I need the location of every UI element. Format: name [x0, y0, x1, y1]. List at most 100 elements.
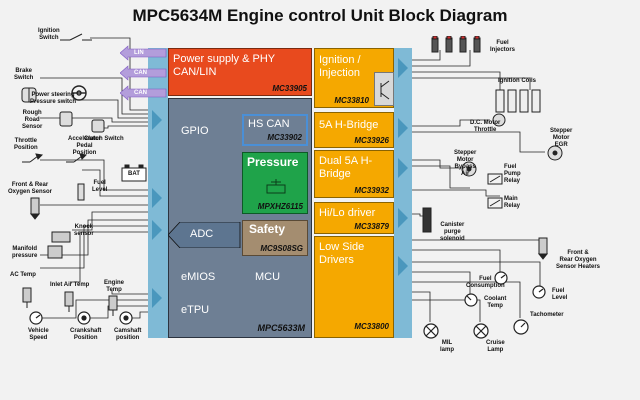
label-cruise-lamp: Cruise Lamp — [486, 340, 505, 353]
power-supply-label: Power supply & PHY CAN/LIN — [173, 53, 275, 78]
vehicle-speed-icon — [29, 311, 43, 325]
label-manifold-pressure: Manifold pressure — [12, 246, 38, 259]
right-connector-arrows — [398, 58, 408, 276]
oxygen-sensor-heaters-icon — [537, 237, 549, 260]
label-brake-switch: Brake Switch — [14, 68, 34, 81]
label-clutch-switch: Clutch Switch — [84, 136, 124, 142]
label-ac-temp: AC Temp — [10, 272, 36, 278]
fuel-level-right-icon — [532, 285, 546, 299]
label-rough-road: Rough Road Sensor — [22, 110, 43, 130]
label-main-relay: Main Relay — [504, 196, 521, 209]
label-fuel-injectors: Fuel Injectors — [490, 40, 516, 53]
bus-arrow-lin: LIN — [134, 50, 144, 56]
stepper-egr-icon — [547, 145, 563, 161]
label-fuel-level-left: Fuel Level — [92, 180, 108, 193]
label-coolant-temp: Coolant Temp — [484, 296, 507, 309]
label-crankshaft-position: Crankshaft Position — [70, 328, 102, 341]
adc-label: ADC — [190, 228, 214, 240]
bus-arrow-can-1: CAN — [134, 70, 147, 76]
pressure-sensor-icon — [266, 179, 286, 194]
lowside-drivers-block: Low Side Drivers MC33800 — [314, 236, 394, 338]
adc-arrow — [168, 222, 241, 248]
camshaft-position-icon — [119, 311, 133, 325]
bus-arrow-can-2: CAN — [134, 90, 147, 96]
ac-temp-sensor-icon — [22, 287, 32, 308]
label-power-steering: Power steering Pressure switch — [30, 92, 77, 105]
battery-label: BAT — [128, 171, 140, 177]
pressure-label: Pressure — [247, 155, 299, 169]
mcu-etpu-label: eTPU — [181, 304, 210, 316]
lowside-drivers-label: Low Side Drivers — [319, 241, 365, 266]
ignition-injection-label: Ignition / Injection — [319, 54, 361, 79]
label-ignition-switch: Ignition Switch — [38, 28, 60, 41]
coolant-temp-icon — [464, 293, 478, 307]
dc-motor-throttle-icon — [492, 113, 506, 127]
label-stepper-egr: Stepper Motor EGR — [550, 128, 573, 148]
power-supply-part: MC33905 — [272, 84, 307, 93]
label-engine-temp: Engine Temp — [104, 280, 125, 293]
throttle-position-icon — [22, 153, 44, 163]
mcu-emios-label: eMIOS — [181, 271, 216, 283]
dual-hbridge-block: Dual 5A H-Bridge MC33932 — [314, 150, 394, 198]
label-stepper-bypass-air: Stepper Motor Bypass Air — [454, 150, 477, 177]
battery-icon — [121, 164, 147, 182]
label-accelerator-pedal: Accelerator Pedal Position — [68, 136, 102, 156]
pressure-part: MPXHZ6115 — [257, 202, 303, 211]
fuel-level-left-icon — [77, 183, 85, 201]
igbt-icon — [374, 72, 394, 106]
fuel-pump-relay-icon — [487, 173, 503, 185]
rough-road-sensor-icon — [59, 111, 73, 127]
tachometer-icon — [513, 319, 529, 335]
canister-purge-solenoid-icon — [422, 207, 432, 233]
label-ignition-coils: Ignition Coils — [498, 78, 536, 84]
label-vehicle-speed: Vehicle Speed — [28, 328, 49, 341]
hscan-label: HS CAN — [248, 118, 290, 130]
manifold-pressure-icon — [47, 245, 63, 259]
fuel-injectors-icon — [431, 36, 481, 53]
mcu-gpio-label: GPIO — [181, 125, 209, 137]
brake-switch-icon — [21, 87, 37, 103]
cruise-lamp-icon — [473, 323, 489, 339]
hbridge5-part: MC33926 — [354, 136, 389, 145]
fuel-consumption-icon — [494, 271, 508, 285]
mil-lamp-icon — [423, 323, 439, 339]
ignition-coils-icon — [495, 89, 541, 113]
hilo-driver-block: Hi/Lo driver MC33879 — [314, 202, 394, 234]
label-dc-motor-throttle: D.C. Motor Throttle — [470, 120, 501, 133]
dual-hbridge-part: MC33932 — [354, 186, 389, 195]
label-knock-sensor: Knock sensor — [74, 224, 94, 237]
bus-arrows — [120, 45, 167, 101]
label-fuel-pump-relay: Fuel Pump Relay — [504, 164, 521, 184]
label-tachometer: Tachometer — [530, 312, 564, 318]
hilo-driver-part: MC33879 — [354, 222, 389, 231]
hbridge5-label: 5A H-Bridge — [319, 119, 379, 131]
hilo-driver-label: Hi/Lo driver — [319, 207, 376, 219]
engine-temp-icon — [108, 295, 118, 316]
mcu-label: MCU — [255, 271, 281, 283]
oxygen-sensor-icon — [29, 197, 41, 220]
diagram-title: MPC5634M Engine control Unit Block Diagr… — [132, 6, 508, 25]
hscan-part: MC33902 — [267, 133, 302, 142]
clutch-switch-icon — [91, 119, 105, 133]
accelerator-pedal-icon — [66, 153, 88, 163]
safety-part: MC9S08SG — [260, 244, 303, 253]
label-camshaft-position: Camshaft position — [114, 328, 142, 341]
label-oxygen-sensor: Front & Rear Oxygen Sensor — [8, 182, 53, 195]
dual-hbridge-label: Dual 5A H-Bridge — [319, 155, 373, 180]
label-throttle-position: Throttle Position — [14, 138, 38, 151]
ignition-switch-icon — [60, 33, 92, 41]
hbridge5-block: 5A H-Bridge MC33926 — [314, 112, 394, 148]
ignition-injection-part: MC33810 — [334, 96, 369, 105]
label-canister-purge: Canister purge solenoid — [440, 222, 465, 242]
label-fuel-consumption: Fuel Consumption — [466, 276, 505, 289]
label-inlet-air-temp: Inlet Air Temp — [50, 282, 90, 288]
power-supply-block: Power supply & PHY CAN/LIN MC33905 — [168, 48, 312, 96]
label-mil-lamp: MIL lamp — [440, 340, 455, 353]
label-oxygen-heaters: Front & Rear Oxygen Sensor Heaters — [556, 250, 601, 270]
label-fuel-level-right: Fuel Level — [552, 288, 568, 301]
main-relay-icon — [487, 197, 503, 209]
crankshaft-position-icon — [77, 311, 91, 325]
safety-block: Safety MC9S08SG — [242, 220, 308, 256]
